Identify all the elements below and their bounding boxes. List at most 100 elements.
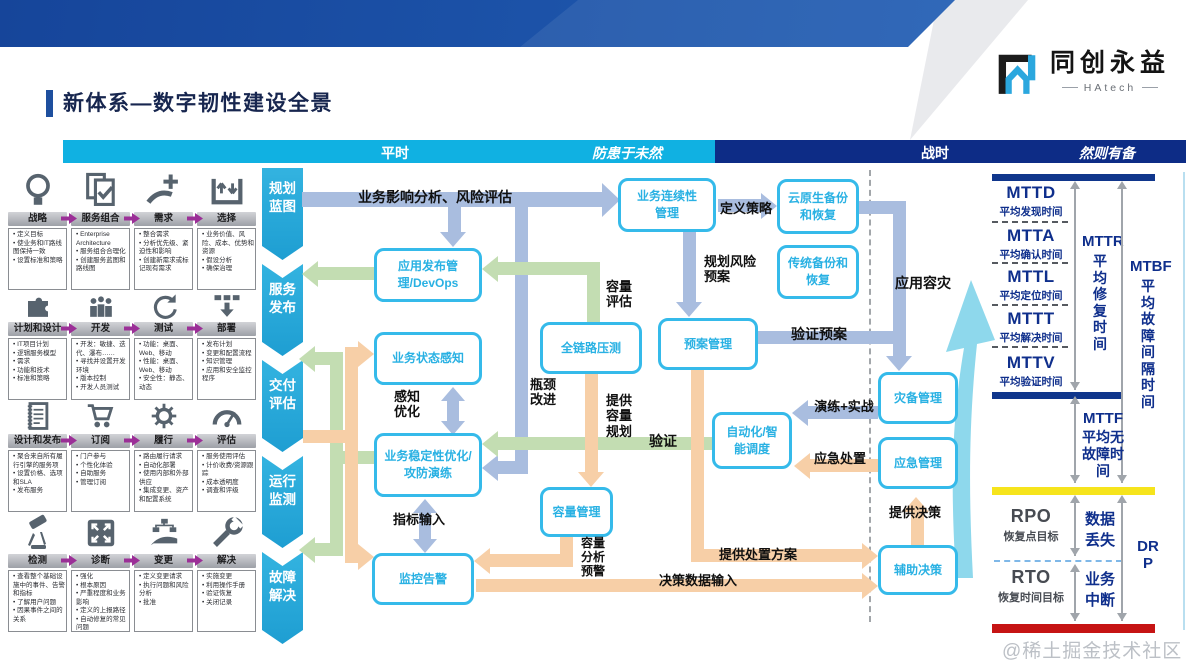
step-label: 检测 <box>8 554 67 568</box>
step-deploy: 部署 发布计划变更和配置流程知识管理应用和安全监控程序 <box>197 290 256 400</box>
bullet-item: 服务组合合理化 <box>76 248 128 257</box>
label-prepared: 然则有备 <box>1079 145 1135 161</box>
arrow-head <box>1070 382 1080 390</box>
step-box: 路由履行请求自动化部署使用内部和外部供应集成变更、资产和配置系统 <box>134 450 193 512</box>
metric-mttf: MTTF 平均无故障时间 <box>1082 410 1124 479</box>
arrow-impact-analysis <box>302 192 602 207</box>
metric-mttr: MTTR 平均修复时间 <box>1082 233 1124 352</box>
arrow-head <box>1117 181 1127 189</box>
arrow-head <box>482 455 498 481</box>
arrow-ops-stub <box>303 430 345 443</box>
flow-box-cloud-backup: 云原生备份和恢复 <box>777 179 859 234</box>
lightbulb-icon <box>8 168 67 212</box>
bullet-item: 验证恢复 <box>202 590 254 599</box>
step-box: 强化根本原因严重程度和业务影响定义的上报路径自动修复的常见问题 <box>71 570 130 632</box>
label-provide-decision: 提供决策 <box>888 505 941 520</box>
label-verify: 验证 <box>649 433 677 449</box>
arrow-emergency-handle <box>810 459 878 472</box>
step-box: 定义变更请求执行问题和风险分析批准 <box>134 570 193 632</box>
metric-mid-bar <box>992 392 1123 399</box>
bullet-item: 业务价值、风险、成本、优势和资源 <box>202 231 254 257</box>
label-plan-risk: 规划风险预案 <box>704 254 757 285</box>
bullet-item: 成本透明度 <box>202 479 254 488</box>
arrow-head <box>482 256 498 282</box>
process-row-strategy: 战略 定义目标使业务和IT路线图保持一致设置标准和策略 服务组合 Enterpr… <box>8 168 256 290</box>
arrow-verify-plan <box>758 331 893 344</box>
metric-divider <box>992 221 1068 223</box>
company-logo: 同创永益 HAtech <box>994 49 1170 96</box>
bullet-item: IT项目计划 <box>13 341 65 350</box>
bullet-item: 调查和评级 <box>202 487 254 496</box>
cart-icon <box>71 398 130 434</box>
logo-dash-left <box>1061 87 1078 88</box>
bullet-item: 查看整个基础设施中的事件、告警和指标 <box>13 573 65 599</box>
arrow-drill <box>808 406 878 419</box>
red-bar <box>992 624 1155 633</box>
arrow-head <box>1070 475 1080 483</box>
bullet-item: 整合需求 <box>139 231 191 240</box>
bullet-item: 根本原因 <box>76 582 128 591</box>
flow-box-emergency: 应急管理 <box>878 437 958 489</box>
step-box: 门户参与个性化体验自助服务管理订阅 <box>71 450 130 512</box>
step-label: 测试 <box>134 322 193 336</box>
page-title: 新体系—数字韧性建设全景 <box>63 92 333 115</box>
phase-delivery: 交付评估 <box>262 360 303 452</box>
bullet-item: 严重程度和业务影响 <box>76 590 128 607</box>
bullet-item: 发布计划 <box>202 341 254 350</box>
arrow-to-devops <box>448 207 461 232</box>
step-label: 设计和发布 <box>8 434 67 448</box>
step-arrow-icon <box>187 435 203 446</box>
arrow-devops-to-release <box>318 267 374 280</box>
bullet-item: 利用操作手册 <box>202 582 254 591</box>
arrow-head <box>903 497 929 512</box>
label-app-dr: 应用容灾 <box>895 275 951 291</box>
step-label: 服务组合 <box>71 212 130 226</box>
bullet-item: 知识管理 <box>202 358 254 367</box>
step-label: 订阅 <box>71 434 130 448</box>
step-demand: 需求 整合需求分析优先级、紧迫性和影响创建新需求或标记现有需求 <box>134 168 193 290</box>
arrow-provide-capacity <box>585 374 598 472</box>
peacetime-band <box>63 140 715 163</box>
bullet-item: 服务使用评估 <box>202 453 254 462</box>
arrow-capacity-eval-line <box>587 262 600 322</box>
bullet-item: 应用和安全监控程序 <box>202 367 254 384</box>
bullet-item: Enterprise Architecture <box>76 231 128 248</box>
arrow-head <box>358 544 374 570</box>
arrow-decision-data <box>476 579 862 592</box>
step-resolve: 解决 实施变更利用操作手册验证恢复关闭记录 <box>197 512 256 632</box>
arrow-head <box>413 539 437 553</box>
label-provide-solution: 提供处置方案 <box>718 547 797 562</box>
bullet-item: 逻辑服务模型 <box>13 350 65 359</box>
arrow-provide-solution <box>691 549 862 562</box>
arrow-define-strategy <box>718 199 761 212</box>
yellow-bar <box>992 487 1155 495</box>
label-perception: 感知优化 <box>393 389 420 420</box>
arrow-plan-risk <box>683 232 696 302</box>
arrow-head <box>1070 495 1080 503</box>
bullet-item: 关闭记录 <box>202 599 254 608</box>
bullet-item: 定义目标 <box>13 231 65 240</box>
flow-box-stress-test: 全链路压测 <box>540 322 642 374</box>
step-develop: 开发 开发：敏捷、迭代、瀑布……寻找并设置开发环境版本控制开发人员测试 <box>71 290 130 400</box>
title-accent-bar <box>46 90 53 117</box>
bullet-item: 批准 <box>139 599 191 608</box>
flow-box-auto-scheduling: 自动化/智能调度 <box>712 412 792 469</box>
arrow-head <box>441 421 465 435</box>
step-label: 解决 <box>197 554 256 568</box>
bullet-item: 创建服务蓝图和路线图 <box>76 257 128 274</box>
arrow-head <box>792 400 808 426</box>
step-box: 开发：敏捷、迭代、瀑布……寻找并设置开发环境版本控制开发人员测试 <box>71 338 130 400</box>
step-strategy: 战略 定义目标使业务和IT路线图保持一致设置标准和策略 <box>8 168 67 290</box>
arrow-head <box>299 537 315 563</box>
metric-rto: RTO 恢复时间目标 <box>998 567 1064 604</box>
arrow-plan-down-line <box>691 368 704 553</box>
step-arrow-icon <box>124 555 140 566</box>
bullet-item: 定义的上报路径 <box>76 607 128 616</box>
label-metric-input: 指标输入 <box>392 512 445 527</box>
document-check-icon <box>71 168 130 212</box>
rto-span-arrow <box>1074 566 1076 621</box>
mttr-span-arrow <box>1074 183 1076 390</box>
bullet-item: 确保治理 <box>202 265 254 274</box>
process-row-incident: 检测 查看整个基础设施中的事件、告警和指标了解用户问题因果事件之间的关系 诊断 … <box>8 512 256 632</box>
process-row-operate: 设计和发布 聚合来自所有履行引擎的服务项设置价格、选项和SLA发布服务 订阅 门… <box>8 398 256 512</box>
